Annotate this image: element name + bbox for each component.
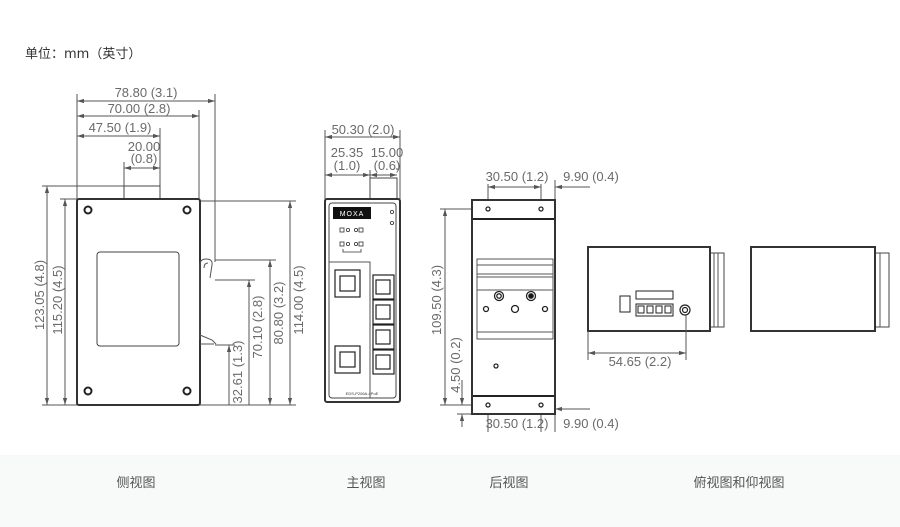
dimension-drawing: 78.80 (3.1) 70.00 (2.8) 47.50 (1.9) 20.0… (32, 85, 890, 432)
dim-height-body: 115.20 (4.5) (50, 265, 65, 334)
terminal-block (619, 290, 674, 317)
dim-width-body: 70.00 (2.8) (108, 101, 171, 116)
back-view: 30.50 (1.2) 9.90 (0.4) 30.50 (1.2) 9.90 … (429, 169, 619, 432)
dim-ground-offset: 54.65 (2.2) (609, 354, 672, 369)
top-bottom-view: 54.65 (2.2) (587, 246, 890, 369)
dim-back-bottom-spacing: 30.50 (1.2) (486, 416, 549, 431)
caption-side-view: 侧视图 (116, 476, 156, 491)
bottom-flange (874, 252, 890, 328)
brand-logo-text: MOXA (340, 211, 365, 218)
dim-front-width: 50.30 (2.0) (332, 122, 395, 137)
dim-front-conn-in: (0.6) (374, 158, 401, 173)
dim-din-bottom: 32.61 (1.3) (230, 341, 245, 404)
caption-top-bottom-view: 俯视图和仰视图 (693, 476, 785, 491)
din-clip (199, 258, 217, 345)
moxa-logo (333, 207, 371, 219)
bottom-body (750, 246, 876, 332)
caption-back-view: 后视图 (489, 476, 529, 491)
unit-label: 单位：mm（英寸） (25, 47, 142, 62)
dim-connector-width-mm: 20.00 (128, 139, 161, 154)
dim-back-top-spacing: 30.50 (1.2) (486, 169, 549, 184)
model-label: EDS-P206A-4PoE (346, 391, 379, 396)
caption-front-view: 主视图 (346, 476, 386, 491)
dim-front-left-in: (1.0) (334, 158, 361, 173)
dim-width-total: 78.80 (3.1) (115, 85, 178, 100)
top-flange (709, 252, 725, 328)
side-window (96, 251, 180, 347)
top-connector (123, 185, 161, 200)
dim-height-total: 123.05 (4.8) (32, 260, 47, 330)
din-rail (476, 258, 554, 340)
top-connector (369, 177, 398, 200)
dim-connector-width-in: (0.8) (131, 151, 158, 166)
dim-back-top-offset: 9.90 (0.4) (563, 169, 619, 184)
dim-front-left-mm: 25.35 (331, 145, 364, 160)
ground-screw-icon (679, 304, 691, 316)
top-body (587, 246, 711, 332)
dim-din-mid: 70.10 (2.8) (250, 296, 265, 359)
dim-front-conn-mm: 15.00 (371, 145, 404, 160)
dim-din-top: 80.80 (3.2) (271, 282, 286, 345)
ethernet-port-icon (334, 269, 395, 375)
caption-bar: 侧视图 主视图 后视图 俯视图和仰视图 (0, 455, 900, 527)
screw-icon (83, 205, 192, 396)
front-view: 50.30 (2.0) 25.35 (1.0) 15.00 (0.6) MOXA… (324, 122, 404, 403)
side-view: 78.80 (3.1) 70.00 (2.8) 47.50 (1.9) 20.0… (32, 85, 306, 406)
mounting-hole-icon (482, 206, 549, 408)
dim-connector-offset: 47.50 (1.9) (89, 120, 152, 135)
dim-back-bottom-offset: 9.90 (0.4) (563, 416, 619, 431)
led-indicators (339, 209, 394, 253)
dim-back-bottom-margin: 4.50 (0.2) (448, 337, 463, 393)
dim-height-right: 114.00 (4.5) (291, 265, 306, 334)
dim-back-height: 109.50 (4.3) (429, 265, 444, 335)
